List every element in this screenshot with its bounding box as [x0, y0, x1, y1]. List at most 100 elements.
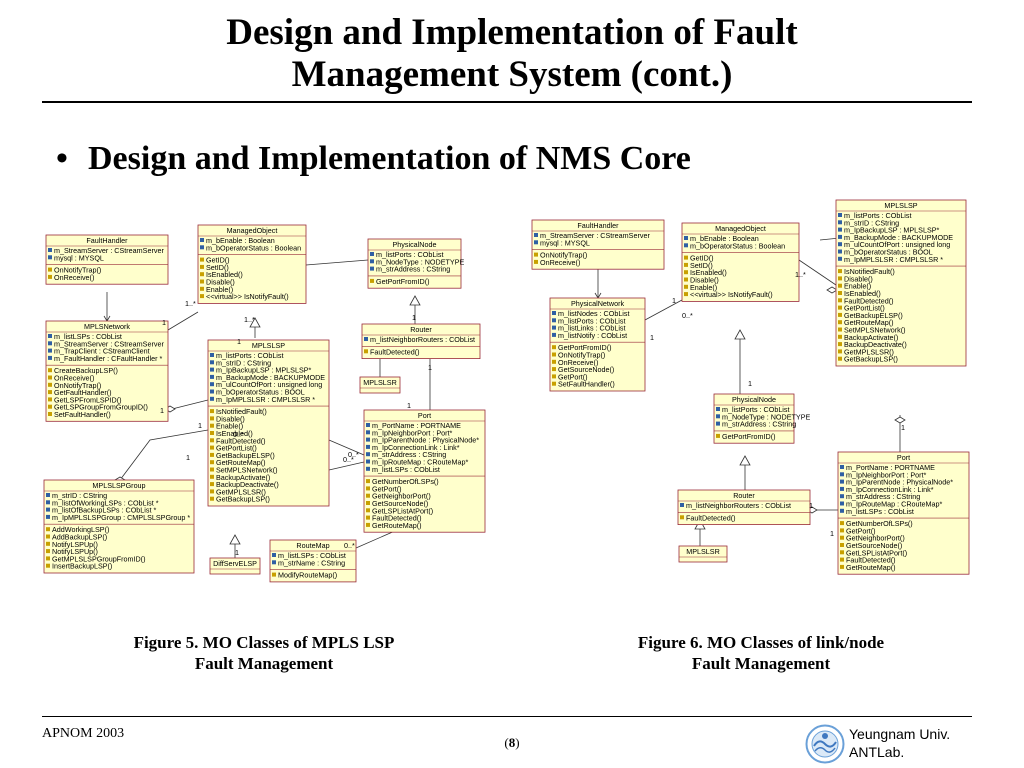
class-attribute: m_ulCountOfPort : unsigned long — [216, 380, 322, 389]
class-attribute: m_bOperatorStatus : Boolean — [690, 241, 785, 250]
operation-icon — [48, 267, 52, 272]
class-operation: GetLSPGroupFromGroupID() — [54, 403, 148, 412]
attribute-icon — [210, 353, 214, 357]
class-operation: SetMPLSNetwork() — [844, 326, 906, 335]
attribute-icon — [552, 325, 556, 330]
page-number: (8) — [0, 735, 1024, 751]
title-line-2: Management System (cont.) — [291, 54, 733, 95]
attribute-icon — [366, 444, 370, 449]
attribute-icon — [840, 465, 844, 469]
attribute-icon — [716, 414, 720, 419]
attribute-icon — [48, 248, 52, 252]
class-attribute: m_strAddress : CString — [372, 450, 446, 459]
class-name: ManagedObject — [715, 224, 766, 233]
class-attribute: m_listOfWorkingLSPs : CObList * — [52, 498, 159, 507]
operation-icon — [210, 438, 214, 443]
class-box — [713, 393, 795, 444]
class-attribute: m_listPorts : CObList — [216, 351, 284, 360]
multiplicity-label: 1 — [235, 548, 239, 557]
class-attribute: m_IpMPLSLSR : CMPLSLSR * — [844, 255, 943, 264]
class-operation: BackupActivate() — [844, 333, 898, 342]
class-name: PhysicalNode — [732, 395, 776, 404]
operation-icon — [210, 452, 214, 457]
operation-icon — [716, 433, 720, 438]
multiplicity-label: 1 — [672, 296, 676, 305]
class-name: MPLSLSPGroup — [92, 481, 145, 490]
class-operation: GetNumberOfLSPs() — [846, 519, 913, 528]
page-number-value: 8 — [508, 735, 516, 750]
attribute-icon — [840, 494, 844, 499]
attribute-icon — [370, 252, 374, 256]
attribute-icon — [364, 337, 368, 341]
university-logo — [805, 724, 845, 764]
multiplicity-label: 0..* — [348, 450, 359, 459]
operation-icon — [684, 292, 688, 297]
class-operation: GetSourceNode() — [846, 541, 902, 550]
operation-icon — [200, 264, 204, 269]
class-attribute: m_IpRouteMap : CRouteMap* — [372, 458, 468, 467]
attribute-icon — [48, 355, 52, 360]
class-operation: GetPortFromID() — [558, 343, 612, 352]
multiplicity-label: 1 — [186, 453, 190, 462]
operation-icon — [210, 482, 214, 487]
attribute-icon — [46, 514, 50, 519]
class-attribute: m_IpBackupLSP : MPLSLSP* — [844, 226, 940, 235]
operation-icon — [210, 467, 214, 472]
class-operation: OnReceive() — [54, 273, 94, 282]
operation-icon — [210, 496, 214, 501]
class-operation: GetLSPFromLSPID() — [54, 395, 122, 404]
multiplicity-label: 1 — [407, 401, 411, 410]
operation-icon — [200, 257, 204, 262]
attribute-icon — [838, 213, 842, 217]
uml-class-lsr5: MPLSLSR — [359, 376, 401, 394]
assoc-physicalnetwork-managedobject — [644, 299, 683, 321]
attribute-icon — [210, 360, 214, 365]
attribute-icon — [210, 367, 214, 372]
title-divider — [42, 101, 972, 103]
assoc-network-lsp — [167, 399, 209, 411]
class-attribute: m_StreamServer : CStreamServer — [54, 339, 164, 348]
class-operation: IsNotifiedFault() — [216, 407, 267, 416]
class-attribute: m_bEnable : Boolean — [206, 236, 275, 245]
class-operation: GetRouteMap() — [846, 563, 896, 572]
class-attribute: m_IpNeighborPort : Port* — [372, 428, 453, 437]
multiplicity-label: 1 — [748, 379, 752, 388]
attribute-icon — [716, 407, 720, 411]
class-name: FaultHandler — [86, 236, 128, 245]
class-operation: Enable() — [206, 285, 233, 294]
class-operation: GetID() — [206, 256, 230, 265]
attribute-icon — [366, 466, 370, 471]
class-operation: OnReceive() — [558, 358, 598, 367]
class-name: RouteMap — [296, 541, 329, 550]
operation-icon — [366, 522, 370, 527]
class-attribute: m_strName : CString — [278, 558, 345, 567]
class-operation: SetFaultHandler() — [558, 380, 615, 389]
generalization-arrowhead — [409, 295, 421, 306]
class-operation: FaultDetected() — [216, 436, 266, 445]
class-attribute: m_NodeType : NODETYPE — [722, 412, 810, 421]
class-attribute: m_listNeighborRouters : CObList — [686, 501, 791, 510]
class-box — [45, 320, 169, 422]
class-attribute: m_StreamServer : CStreamServer — [540, 231, 650, 240]
class-operation: GetBackupELSP() — [216, 451, 275, 460]
operation-icon — [366, 493, 370, 498]
class-operation: GetBackupLSP() — [844, 355, 898, 364]
attribute-icon — [366, 452, 370, 457]
class-operation: SetMPLSNetwork() — [216, 466, 278, 475]
class-operation: GetMPLSLSPGroupFromID() — [52, 554, 145, 563]
operation-icon — [46, 556, 50, 561]
operation-icon — [46, 563, 50, 568]
attribute-icon — [366, 430, 370, 435]
gen-physicalnode-managedobject — [305, 259, 369, 266]
class-operation: BackupActivate() — [216, 473, 270, 482]
attribute-icon — [840, 508, 844, 513]
class-operation: FaultDetected() — [686, 513, 736, 522]
operation-icon — [48, 397, 52, 402]
operation-icon — [838, 349, 842, 354]
multiplicity-label: 1 — [809, 501, 813, 510]
class-operation: GetFaultHandler() — [54, 388, 112, 397]
